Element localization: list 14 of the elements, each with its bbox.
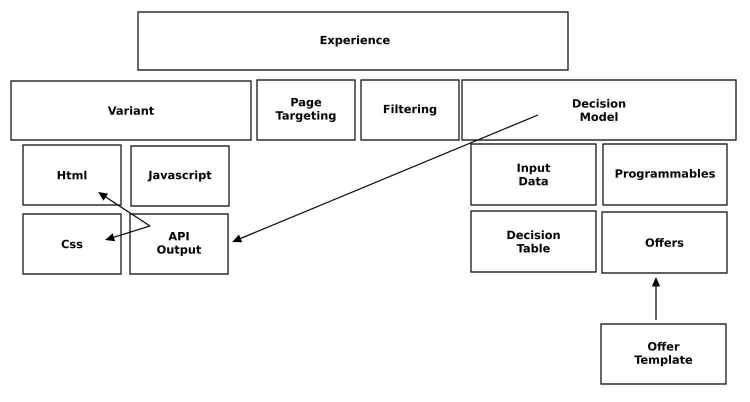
box: Filtering [360,79,460,141]
box: Input Data [470,143,597,206]
box: Page Targeting [256,79,356,141]
box: Javascript [130,145,230,207]
box: Offers [601,211,728,274]
box: Variant [10,80,252,141]
box: API Output [129,213,229,275]
box: Offer Template [600,323,727,385]
box: Programmables [602,143,728,206]
box: Decision Table [470,210,597,273]
box: Css [22,213,122,275]
box: Html [22,144,122,206]
box: Decision Model [461,79,737,141]
box: Experience [137,11,569,71]
